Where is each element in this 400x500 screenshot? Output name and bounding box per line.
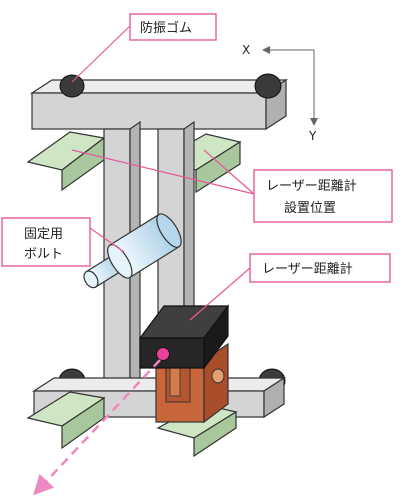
mount-plate-top-left [26,131,106,192]
rubber-damper-top-right [254,73,282,99]
callout-bolt-line1: 固定用 [24,227,63,242]
callout-leaders [71,25,255,321]
mount-plate-bottom-left [26,391,106,450]
y-axis-label: Y [308,129,317,143]
laser-mount-bracket [155,342,229,424]
callout-install-line1: レーザー距離計 [266,178,357,194]
rubber-damper-top-left [59,74,85,98]
callout-install-line2: 設置位置 [284,200,336,216]
callout-bolt: 固定用 ボルト [1,217,91,267]
top-crossbar [29,78,289,131]
laser-rangefinder [138,304,230,370]
x-axis-label: X [242,43,250,57]
callout-rubber-text: 防振ゴム [140,20,192,36]
callout-rubber: 防振ゴム [129,13,217,41]
fixing-bolt [83,213,182,289]
callout-laser: レーザー距離計 [249,253,391,283]
axis-indicator: X Y [242,43,318,143]
callout-bolt-line2: ボルト [24,247,63,262]
callout-install-position: レーザー距離計 設置位置 [253,169,393,223]
callout-laser-text: レーザー距離計 [262,261,353,277]
